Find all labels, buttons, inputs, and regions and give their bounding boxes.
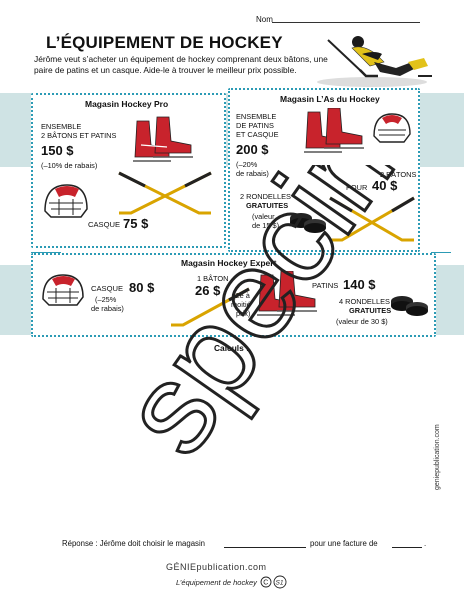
answer-text: pour une facture de	[310, 539, 378, 548]
helmet-discount: de rabais)	[91, 304, 124, 313]
skates-label: PATINS	[312, 281, 339, 290]
store-hockey-pro-panel: Magasin Hockey Pro ENSEMBLE 2 BÂTONS ET …	[31, 93, 226, 248]
stick-icon	[171, 287, 250, 327]
page-title: L’ÉQUIPEMENT DE HOCKEY	[46, 33, 283, 52]
helmet-price: 80 $	[129, 280, 155, 295]
pucks-label: 4 RONDELLES	[339, 297, 390, 306]
pucks-value: de 15 $)	[252, 221, 280, 230]
pucks-value: (valeur	[252, 212, 275, 221]
bundle-label: DE PATINS	[236, 121, 274, 130]
footer-caption: L’équipement de hockey	[176, 578, 257, 587]
bundle-price: 150 $	[41, 143, 74, 158]
store-answer-field[interactable]	[224, 547, 306, 548]
stick-label: 1 BÂTON	[197, 274, 229, 283]
discount-text: (–20%	[236, 160, 258, 169]
skates-icon	[257, 271, 317, 316]
store-title: Magasin Hockey Pro	[85, 99, 169, 109]
helmet-discount: (–25%	[95, 295, 117, 304]
stick-price: 26 $	[195, 283, 221, 298]
store-title: Magasin Hockey Expert	[181, 258, 277, 268]
helmet-icon	[373, 113, 411, 143]
pucks-icon	[391, 296, 428, 316]
hockey-player-illustration	[317, 36, 432, 87]
sticks-label: 2 BÂTONS	[380, 170, 417, 179]
svg-text:S1: S1	[276, 580, 284, 587]
divider	[31, 252, 61, 253]
sticks-price: 40 $	[372, 178, 398, 193]
bundle-label: ET CASQUE	[236, 130, 279, 139]
discount-text: de rabais)	[236, 169, 269, 178]
store-as-du-hockey-panel: Magasin L’As du Hockey ENSEMBLE DE PATIN…	[228, 88, 420, 252]
pucks-label: GRATUITES	[246, 201, 289, 210]
bundle-label: ENSEMBLE	[41, 122, 82, 131]
skates-icon	[133, 116, 193, 162]
skates-price: 140 $	[343, 277, 376, 292]
bundle-price: 200 $	[236, 142, 269, 157]
store-title: Magasin L’As du Hockey	[280, 94, 380, 104]
helmet-icon	[44, 184, 88, 218]
pucks-icon	[290, 213, 326, 233]
helmet-label: CASQUE	[91, 284, 124, 293]
publisher-logo: GÉNIEpublication.com	[166, 562, 267, 572]
bundle-label: 2 BÂTONS ET PATINS	[41, 131, 117, 140]
divider	[431, 252, 451, 253]
total-answer-field[interactable]	[392, 547, 422, 548]
crossed-sticks-icon	[329, 196, 415, 242]
intro-text: Jérôme veut s’acheter un équipement de h…	[34, 54, 328, 75]
answer-text: .	[424, 539, 427, 548]
helmet-label: CASQUE	[88, 220, 121, 229]
side-url: geniepublication.com	[434, 424, 441, 490]
discount-text: (–10% de rabais)	[41, 161, 98, 170]
copyright-badges-icon: C S1	[260, 575, 287, 589]
store-hockey-expert-panel: Magasin Hockey Expert CASQUE 80 $ (–25% …	[31, 253, 436, 337]
pucks-label: 2 RONDELLES	[240, 192, 291, 201]
pucks-label: GRATUITES	[349, 306, 392, 315]
sticks-label: POUR	[346, 183, 368, 192]
svg-text:C: C	[263, 580, 268, 587]
name-label: Nom	[256, 15, 273, 24]
stick-note: prix)	[236, 309, 251, 318]
name-field-line[interactable]	[272, 22, 420, 23]
pucks-value: (valeur de 30 $)	[336, 317, 388, 326]
answer-text: Réponse : Jérôme doit choisir le magasin	[62, 539, 206, 548]
helmet-icon	[42, 274, 84, 306]
bundle-label: ENSEMBLE	[236, 112, 277, 121]
skates-icon	[304, 108, 364, 153]
crossed-sticks-icon	[118, 171, 212, 215]
calculations-label: Calculs :	[214, 343, 249, 353]
stick-note: (2e à	[233, 291, 250, 300]
stick-note: moitié	[231, 300, 251, 309]
helmet-price: 75 $	[123, 216, 149, 231]
